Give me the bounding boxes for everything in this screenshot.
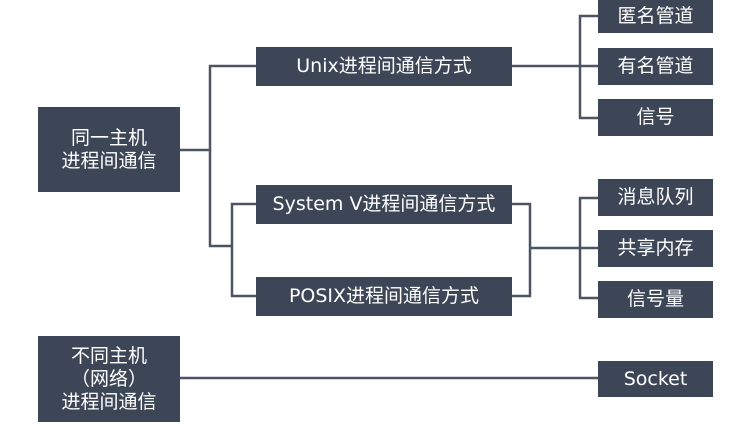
connector-sysv-posix-bracket	[230, 202, 256, 298]
node-system-v-ipc: System V进程间通信方式	[256, 185, 512, 224]
node-unix-ipc: Unix进程间通信方式	[256, 47, 512, 86]
node-posix-ipc: POSIX进程间通信方式	[256, 277, 512, 316]
node-different-host-line-3: 进程间通信	[61, 390, 157, 413]
node-signal: 信号	[598, 99, 713, 136]
node-named-pipe: 有名管道	[598, 48, 713, 85]
node-semaphore: 信号量	[598, 281, 713, 318]
node-different-host-line-2: （网络）	[70, 367, 147, 390]
node-anonymous-pipe: 匿名管道	[598, 0, 713, 33]
node-same-host-ipc: 同一主机 进程间通信	[38, 107, 180, 192]
node-same-host-line-2: 进程间通信	[61, 149, 157, 172]
node-message-queue: 消息队列	[598, 179, 713, 216]
connector-sysv-posix-right-bracket	[512, 202, 532, 298]
node-different-host-ipc: 不同主机 （网络） 进程间通信	[38, 336, 180, 422]
node-different-host-line-1: 不同主机	[70, 344, 147, 367]
node-same-host-line-1: 同一主机	[70, 126, 147, 149]
connector-root-to-unix	[180, 64, 256, 152]
node-shared-memory: 共享内存	[598, 230, 713, 267]
connector-root-to-sysv	[208, 150, 232, 248]
node-socket: Socket	[598, 361, 713, 397]
